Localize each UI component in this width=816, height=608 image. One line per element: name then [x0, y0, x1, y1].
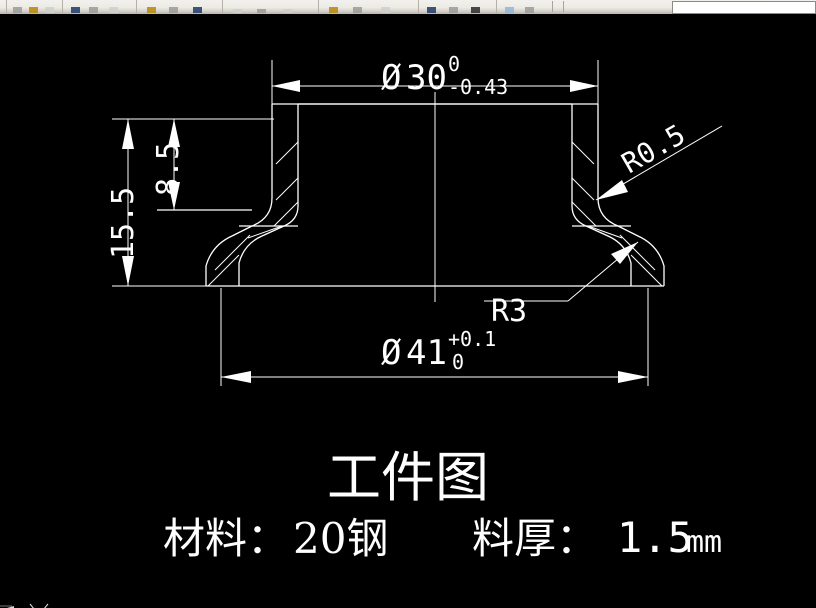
dimension-icon[interactable] [147, 7, 156, 13]
top-diameter-upper-tolerance: 0 [448, 52, 460, 76]
material-label: 材料： [163, 514, 289, 563]
toolbar-group-properties[interactable] [318, 0, 415, 13]
arrowhead-bottom [168, 182, 180, 210]
part-outline-left-inner [238, 104, 299, 286]
arrowhead-left [221, 371, 251, 383]
insert-icon[interactable] [381, 7, 390, 13]
thickness-line: 料厚： 1.5 mm [472, 513, 722, 563]
dimension-top-diameter [271, 60, 599, 106]
part-outline-right-inner [571, 104, 632, 286]
label-inner-height: 8.5 [151, 142, 186, 196]
text-icon[interactable] [169, 7, 178, 13]
leader-inner-radius [484, 241, 639, 302]
toolbar-group-annotate[interactable] [136, 0, 219, 13]
thickness-label: 料厚： [472, 514, 598, 563]
arrowhead-left [272, 80, 300, 92]
offset-icon[interactable] [471, 7, 480, 13]
arrowhead [596, 180, 628, 200]
label-bottom-diameter: Ø 41 +0.1 0 [381, 327, 496, 374]
drawing-canvas[interactable]: Ø 30 0 -0.43 Ø 41 +0.1 0 15.5 8.5 R0.5 R… [0, 14, 816, 608]
arrowhead-right [618, 371, 648, 383]
drawing-title: 工件图 [327, 446, 489, 509]
material-value: 20钢 [293, 514, 388, 563]
toolbar-group-trim[interactable] [496, 0, 551, 13]
properties-icon[interactable] [329, 7, 338, 13]
array-icon[interactable] [427, 7, 436, 13]
toolbar[interactable] [0, 0, 816, 15]
bottom-diameter-lower-tolerance: 0 [452, 350, 464, 374]
section-hatch [207, 141, 663, 287]
top-diameter-lower-tolerance: -0.43 [448, 75, 508, 99]
label-overall-height: 15.5 [106, 187, 141, 259]
arrowhead-bottom [122, 256, 134, 286]
polyline-icon[interactable] [29, 7, 38, 13]
extend-icon[interactable] [525, 7, 534, 13]
bottom-diameter-upper-tolerance: +0.1 [448, 327, 496, 351]
arc-icon[interactable] [71, 7, 80, 13]
material-line: 材料： 20钢 [163, 514, 388, 563]
label-outer-radius: R0.5 [616, 118, 691, 180]
bottom-diameter-nominal: 41 [406, 333, 447, 373]
linetype-icon[interactable] [283, 9, 292, 13]
leader-icon[interactable] [193, 7, 202, 13]
arrowhead-top [122, 119, 134, 149]
part-cross-section-drawing: Ø 30 0 -0.43 Ø 41 +0.1 0 15.5 8.5 R0.5 R… [106, 52, 723, 563]
arrowhead [611, 242, 638, 264]
arrowhead-right [570, 80, 598, 92]
color-icon[interactable] [257, 9, 266, 13]
toolbar-group-draw[interactable] [6, 0, 59, 13]
thickness-unit: mm [686, 525, 722, 560]
top-diameter-nominal: 30 [406, 58, 447, 98]
line-icon[interactable] [13, 7, 22, 13]
mirror-icon[interactable] [449, 7, 458, 13]
part-outline-left-outer [205, 104, 273, 286]
toolbar-dock-handle[interactable] [552, 1, 564, 12]
toolbar-group-modify[interactable] [62, 0, 133, 13]
layer-icon[interactable] [233, 9, 242, 13]
leader-outer-radius [595, 125, 723, 201]
crosshair-cursor-icon [29, 603, 49, 608]
toolbar-group-edit[interactable] [418, 0, 493, 13]
block-icon[interactable] [353, 7, 362, 13]
trim-icon[interactable] [505, 7, 514, 13]
label-inner-radius: R3 [491, 294, 527, 329]
bottom-diameter-symbol: Ø [381, 333, 401, 373]
dimension-inner-height [157, 118, 272, 211]
rectangle-icon[interactable] [89, 7, 98, 13]
dimension-bottom-diameter [220, 288, 649, 386]
top-diameter-symbol: Ø [381, 58, 401, 98]
part-outline-right-outer [597, 104, 665, 286]
label-top-diameter: Ø 30 0 -0.43 [381, 52, 508, 99]
toolbar-group-layer[interactable] [222, 0, 315, 13]
toolbar-combo-box[interactable] [672, 1, 816, 14]
circle-icon[interactable] [45, 7, 54, 13]
ucs-axis-icon [0, 605, 14, 608]
thickness-value: 1.5 [617, 513, 693, 562]
hatch-icon[interactable] [109, 7, 118, 13]
arrowhead-top [168, 119, 180, 147]
